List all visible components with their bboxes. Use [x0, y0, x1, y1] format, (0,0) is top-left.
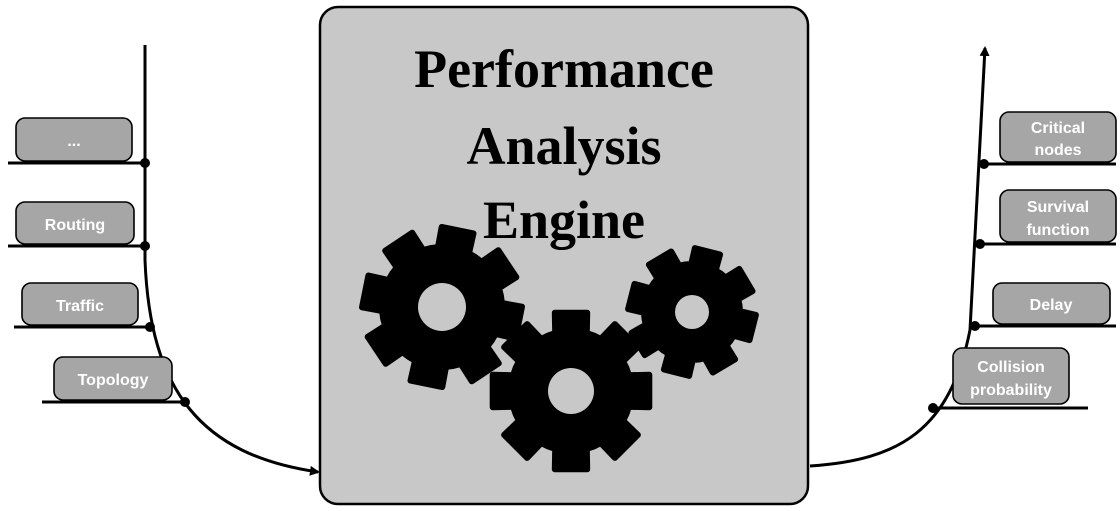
- output-tag-label-line-1: Critical: [1031, 120, 1085, 137]
- input-tag-ellipsis: ...: [15, 117, 133, 162]
- output-tag-label-line-1: Collision: [977, 359, 1045, 376]
- gear-icon: [359, 224, 525, 390]
- output-tag-label-line-2: nodes: [1034, 142, 1081, 159]
- output-tag-label: Delay: [1030, 297, 1073, 314]
- input-tag-label: ...: [67, 133, 80, 150]
- input-tag-label: Topology: [78, 372, 149, 389]
- input-tag-label: Traffic: [56, 298, 104, 315]
- gear-icon: [625, 245, 759, 379]
- output-tag-critical-nodes: Critical nodes: [999, 111, 1117, 163]
- input-tag-topology: Topology: [53, 356, 173, 401]
- input-tag-routing: Routing: [15, 201, 135, 245]
- output-tag-survival-function: Survival function: [999, 189, 1117, 243]
- input-tag-traffic: Traffic: [21, 282, 139, 326]
- engine-title-line-1: Performance: [414, 39, 714, 99]
- engine-title-line-2: Analysis: [466, 116, 661, 176]
- engine-title-line-3: Engine: [483, 190, 645, 250]
- output-tag-collision-probability: Collision probability: [952, 347, 1070, 405]
- output-stack: Critical nodes Survival function Delay C…: [809, 46, 1117, 468]
- output-tag-label-line-2: probability: [970, 382, 1052, 399]
- output-tag-delay: Delay: [992, 282, 1111, 325]
- output-tag-label-line-1: Survival: [1027, 199, 1089, 216]
- input-stack: ... Routing Traffic Topology: [8, 45, 320, 476]
- input-tag-label: Routing: [45, 217, 105, 234]
- gear-icon: [489, 309, 653, 473]
- output-tag-label-line-2: function: [1026, 222, 1089, 239]
